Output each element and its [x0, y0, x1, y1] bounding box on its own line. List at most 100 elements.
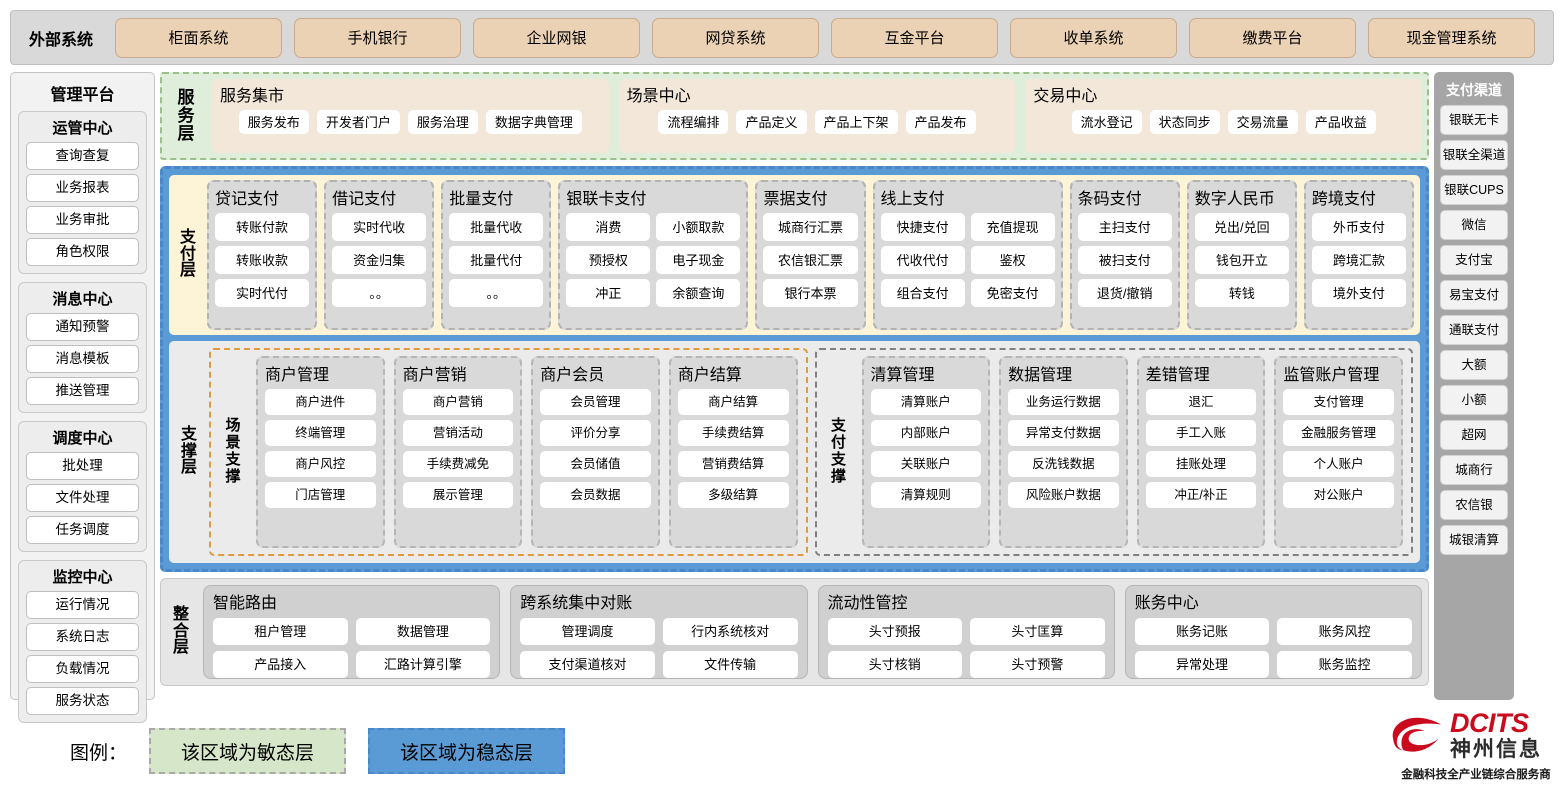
service-item[interactable]: 产品定义 — [736, 110, 807, 134]
payment-item[interactable]: 转账付款 — [215, 213, 310, 241]
scene-item[interactable]: 营销费结算 — [677, 451, 789, 477]
management-item[interactable]: 文件处理 — [26, 484, 139, 512]
integration-item[interactable]: 账务记账 — [1134, 618, 1270, 645]
paysup-item[interactable]: 手工入账 — [1145, 420, 1257, 446]
payment-item[interactable]: 余额查询 — [656, 279, 741, 307]
scene-item[interactable]: 评价分享 — [540, 420, 651, 446]
service-item[interactable]: 流水登记 — [1071, 110, 1142, 134]
scene-item[interactable]: 会员储值 — [540, 451, 651, 477]
service-item[interactable]: 交易流量 — [1227, 110, 1298, 134]
external-system-item[interactable]: 柜面系统 — [115, 17, 283, 58]
paysup-item[interactable]: 关联账户 — [870, 451, 982, 477]
integration-item[interactable]: 头寸核销 — [827, 651, 963, 678]
payment-item[interactable]: 被扫支付 — [1077, 246, 1172, 274]
integration-item[interactable]: 异常处理 — [1134, 651, 1270, 678]
service-item[interactable]: 产品发布 — [905, 110, 976, 134]
service-item[interactable]: 产品上下架 — [814, 110, 898, 134]
payment-item[interactable]: 组合支付 — [880, 279, 965, 307]
management-item[interactable]: 业务审批 — [26, 206, 139, 234]
service-item[interactable]: 流程编排 — [658, 110, 729, 134]
payment-channel-item[interactable]: 小额 — [1440, 385, 1508, 415]
payment-item[interactable]: 钱包开立 — [1194, 246, 1289, 274]
scene-item[interactable]: 门店管理 — [265, 482, 376, 508]
payment-item[interactable]: 转钱 — [1194, 279, 1289, 307]
service-item[interactable]: 开发者门户 — [316, 110, 400, 134]
scene-item[interactable]: 会员管理 — [540, 389, 651, 415]
management-item[interactable]: 角色权限 — [26, 238, 139, 266]
management-item[interactable]: 查询查复 — [26, 142, 139, 170]
integration-item[interactable]: 管理调度 — [520, 618, 655, 645]
external-system-item[interactable]: 网贷系统 — [652, 17, 820, 58]
paysup-item[interactable]: 冲正/补正 — [1145, 482, 1257, 508]
payment-item[interactable]: 退货/撤销 — [1077, 279, 1172, 307]
integration-item[interactable]: 头寸匡算 — [970, 618, 1105, 645]
management-item[interactable]: 系统日志 — [26, 623, 139, 651]
external-system-item[interactable]: 现金管理系统 — [1368, 17, 1536, 58]
paysup-item[interactable]: 清算规则 — [870, 482, 982, 508]
scene-item[interactable]: 商户风控 — [265, 451, 376, 477]
scene-item[interactable]: 手续费减免 — [402, 451, 514, 477]
integration-item[interactable]: 支付渠道核对 — [520, 651, 655, 678]
payment-channel-item[interactable]: 银联无卡 — [1440, 105, 1508, 135]
management-item[interactable]: 运行情况 — [26, 591, 139, 619]
payment-item[interactable]: 境外支付 — [1311, 279, 1406, 307]
payment-channel-item[interactable]: 银联全渠道 — [1440, 140, 1508, 170]
payment-channel-item[interactable]: 通联支付 — [1440, 315, 1508, 345]
management-item[interactable]: 负载情况 — [26, 655, 139, 683]
integration-item[interactable]: 文件传输 — [662, 651, 798, 678]
payment-channel-item[interactable]: 城银清算 — [1440, 525, 1508, 555]
payment-channel-item[interactable]: 城商行 — [1440, 455, 1508, 485]
payment-item[interactable]: 批量代收 — [449, 213, 544, 241]
payment-item[interactable]: 外币支付 — [1311, 213, 1406, 241]
external-system-item[interactable]: 手机银行 — [294, 17, 462, 58]
payment-item[interactable]: 城商行汇票 — [763, 213, 858, 241]
external-system-item[interactable]: 缴费平台 — [1189, 17, 1357, 58]
paysup-item[interactable]: 金融服务管理 — [1283, 420, 1394, 446]
payment-item[interactable]: 。。 — [449, 279, 544, 307]
service-item[interactable]: 服务治理 — [407, 110, 478, 134]
paysup-item[interactable]: 退汇 — [1145, 389, 1257, 415]
payment-item[interactable]: 消费 — [566, 213, 651, 241]
integration-item[interactable]: 头寸预报 — [827, 618, 963, 645]
scene-item[interactable]: 商户结算 — [677, 389, 789, 415]
payment-item[interactable]: 实时代付 — [215, 279, 310, 307]
payment-channel-item[interactable]: 超网 — [1440, 420, 1508, 450]
service-item[interactable]: 产品收益 — [1305, 110, 1376, 134]
scene-item[interactable]: 营销活动 — [402, 420, 514, 446]
payment-item[interactable]: 免密支付 — [970, 279, 1055, 307]
payment-item[interactable]: 跨境汇款 — [1311, 246, 1406, 274]
scene-item[interactable]: 商户营销 — [402, 389, 514, 415]
scene-item[interactable]: 手续费结算 — [677, 420, 789, 446]
paysup-item[interactable]: 内部账户 — [870, 420, 982, 446]
paysup-item[interactable]: 清算账户 — [870, 389, 982, 415]
integration-item[interactable]: 账务风控 — [1277, 618, 1412, 645]
payment-item[interactable]: 电子现金 — [656, 246, 741, 274]
service-item[interactable]: 状态同步 — [1149, 110, 1220, 134]
payment-item[interactable]: 主扫支付 — [1077, 213, 1172, 241]
paysup-item[interactable]: 对公账户 — [1283, 482, 1394, 508]
integration-item[interactable]: 账务监控 — [1277, 651, 1412, 678]
scene-item[interactable]: 多级结算 — [677, 482, 789, 508]
integration-item[interactable]: 数据管理 — [355, 618, 491, 645]
paysup-item[interactable]: 业务运行数据 — [1008, 389, 1119, 415]
payment-item[interactable]: 实时代收 — [332, 213, 427, 241]
paysup-item[interactable]: 反洗钱数据 — [1008, 451, 1119, 477]
payment-item[interactable]: 小额取款 — [656, 213, 741, 241]
payment-item[interactable]: 冲正 — [566, 279, 651, 307]
payment-item[interactable]: 充值提现 — [970, 213, 1055, 241]
management-item[interactable]: 服务状态 — [26, 687, 139, 715]
management-item[interactable]: 推送管理 — [26, 377, 139, 405]
management-item[interactable]: 任务调度 — [26, 516, 139, 544]
payment-item[interactable]: 转账收款 — [215, 246, 310, 274]
management-item[interactable]: 通知预警 — [26, 313, 139, 341]
external-system-item[interactable]: 收单系统 — [1010, 17, 1178, 58]
scene-item[interactable]: 终端管理 — [265, 420, 376, 446]
integration-item[interactable]: 头寸预警 — [970, 651, 1105, 678]
payment-item[interactable]: 资金归集 — [332, 246, 427, 274]
payment-item[interactable]: 预授权 — [566, 246, 651, 274]
payment-item[interactable]: 批量代付 — [449, 246, 544, 274]
integration-item[interactable]: 产品接入 — [213, 651, 348, 678]
integration-item[interactable]: 租户管理 — [213, 618, 348, 645]
payment-item[interactable]: 银行本票 — [763, 279, 858, 307]
scene-item[interactable]: 展示管理 — [402, 482, 514, 508]
